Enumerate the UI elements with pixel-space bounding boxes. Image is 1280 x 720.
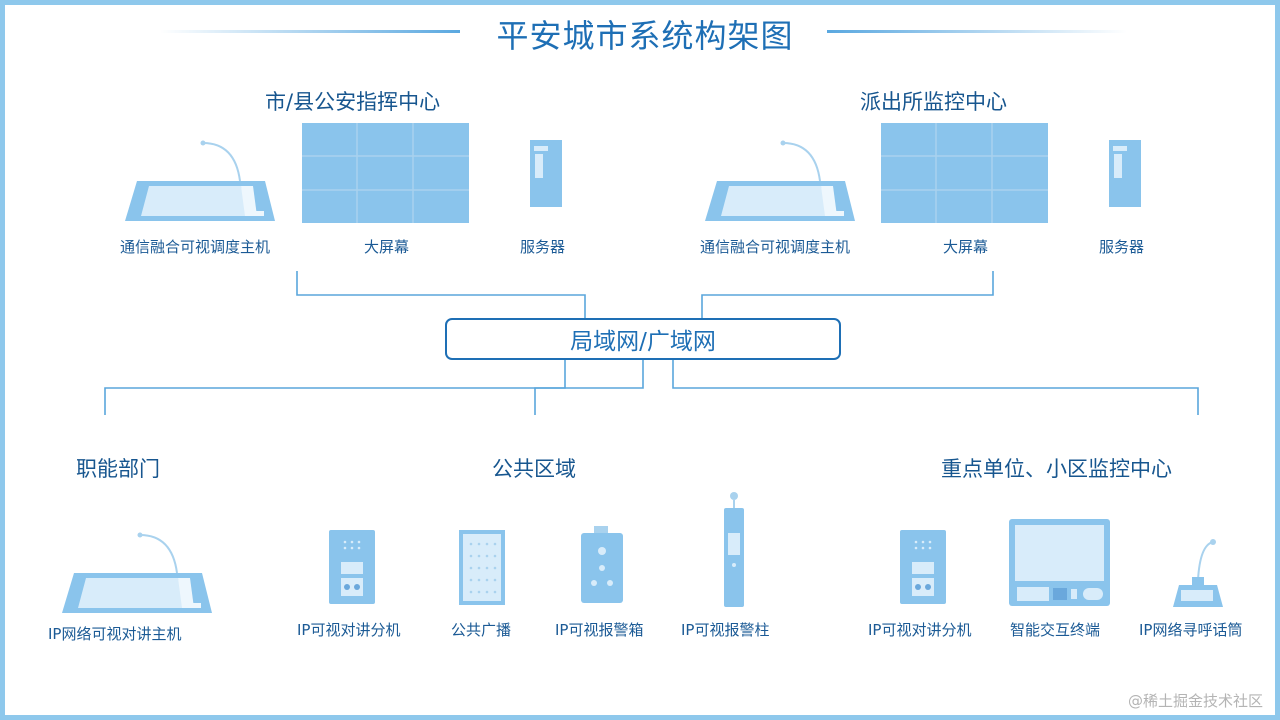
device-illustrations [61,123,1223,614]
connector-hub-to-public [534,360,644,415]
connector-city-to-hub [296,271,586,318]
dispatch-console-icon [124,139,276,222]
dispatch-console-label: 通信融合可视调度主机 [120,238,271,256]
ip-video-alarm-box-icon [581,526,623,603]
dispatch-console-icon [704,139,856,222]
city-command-center-heading: 市/县公安指挥中心 [265,90,441,114]
connector-station-to-hub [701,271,994,318]
public-broadcast-label: 公共广播 [451,621,512,639]
server-label: 服务器 [1099,238,1145,256]
server-label: 服务器 [520,238,566,256]
connector-hub-to-key-units [672,360,1199,415]
server-icon [530,140,562,207]
connector-lines [104,271,1199,415]
watermark: @稀土掘金技术社区 [1127,692,1263,710]
ip-paging-microphone-icon [1173,539,1223,607]
ip-video-intercom-extension-icon [900,530,946,604]
ip-video-intercom-host-icon [61,531,213,614]
ip-video-intercom-host-label: IP网络可视对讲主机 [48,625,182,643]
smart-interactive-terminal-label: 智能交互终端 [1010,621,1101,639]
video-wall-icon [302,123,469,223]
key-units-monitoring-heading: 重点单位、小区监控中心 [941,457,1172,481]
police-station-monitoring-heading: 派出所监控中心 [860,90,1007,114]
server-icon [1109,140,1141,207]
video-wall-label: 大屏幕 [943,238,989,256]
title-divider-left [160,30,460,33]
video-wall-label: 大屏幕 [364,238,410,256]
diagram-title: 平安城市系统构架图 [496,17,794,55]
ip-video-intercom-extension-icon [329,530,375,604]
ip-video-alarm-box-label: IP可视报警箱 [555,621,644,639]
ip-video-intercom-extension-label: IP可视对讲分机 [297,621,401,639]
public-area-heading: 公共区域 [492,457,576,481]
ip-video-alarm-pillar-icon [724,492,744,607]
public-broadcast-speaker-icon [459,530,505,605]
ip-video-intercom-extension-label: IP可视对讲分机 [868,621,972,639]
functional-departments-heading: 职能部门 [76,457,160,481]
title-divider-right [827,30,1127,33]
smart-interactive-terminal-icon [1009,519,1110,606]
dispatch-console-label: 通信融合可视调度主机 [700,238,851,256]
ip-video-alarm-pillar-label: IP可视报警柱 [681,621,770,639]
connector-hub-to-departments [104,360,566,415]
network-hub-node: 局域网/广域网 [445,318,841,360]
ip-paging-microphone-label: IP网络寻呼话筒 [1139,621,1243,639]
video-wall-icon [881,123,1048,223]
